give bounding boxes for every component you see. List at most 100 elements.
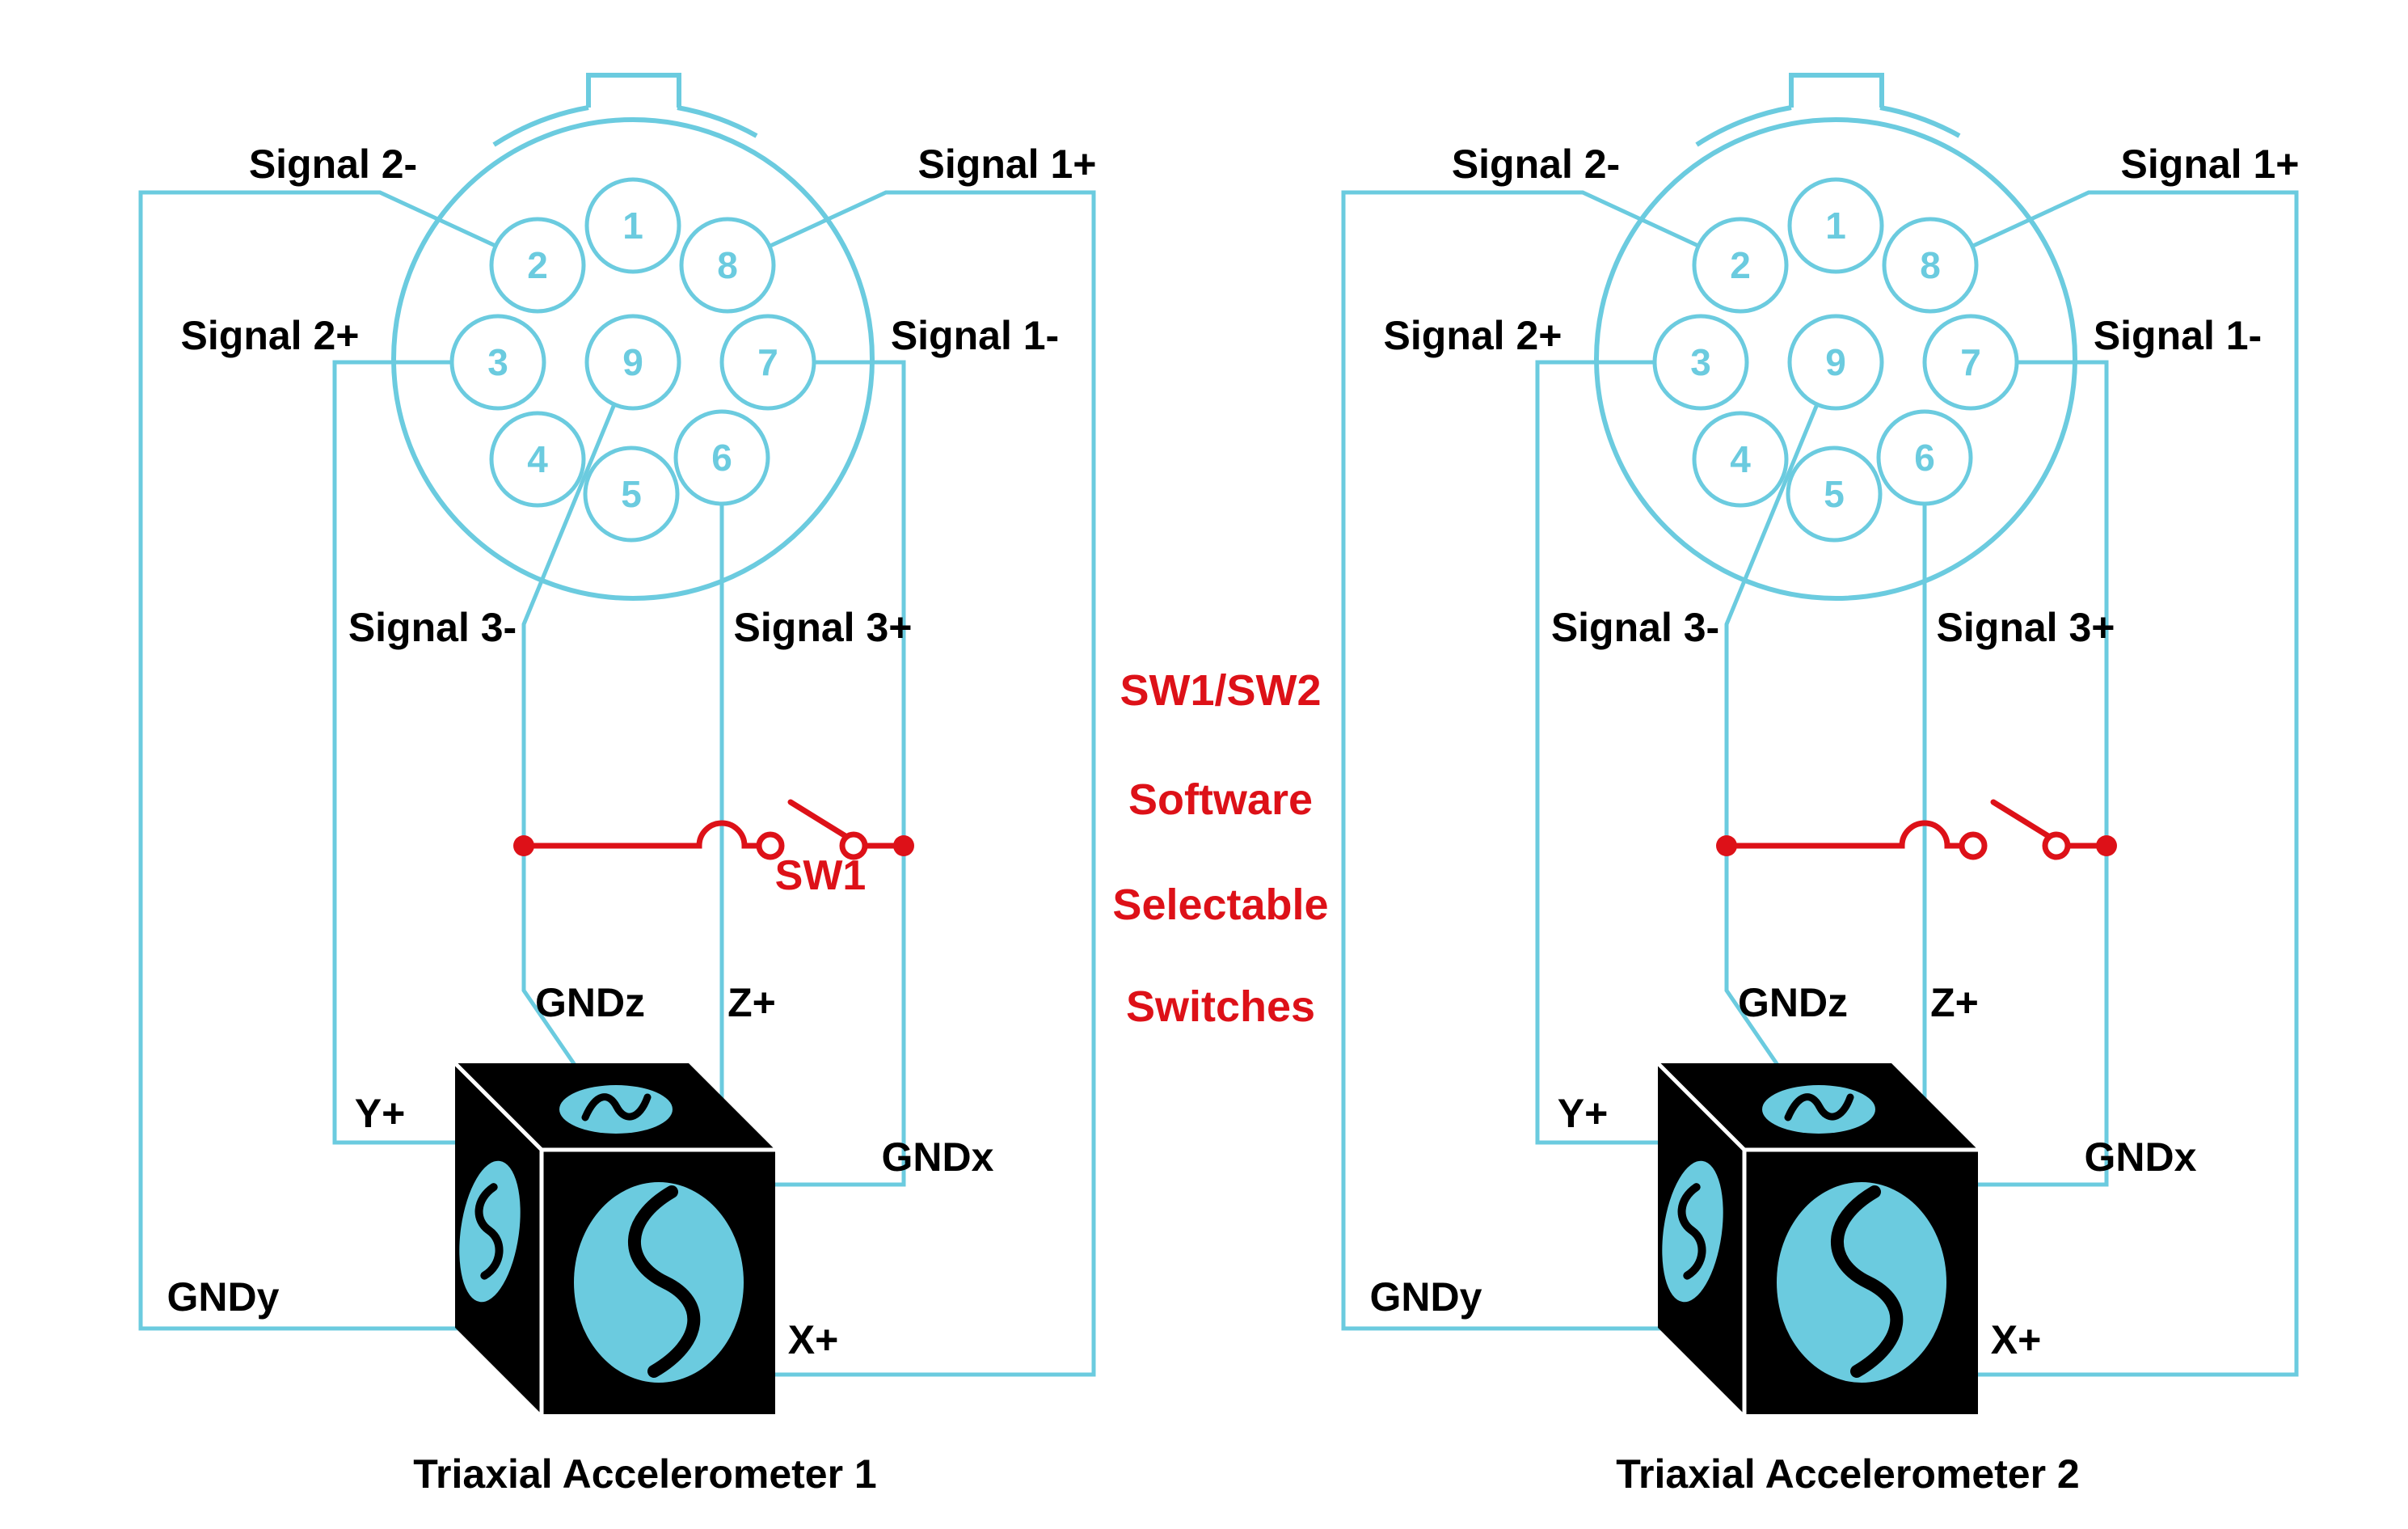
- pin-3: [449, 314, 546, 411]
- cube-edge-topleft: [1656, 1062, 1746, 1151]
- label-signal-2-plus: Signal 2+: [1384, 313, 1562, 358]
- switch-node-right: [893, 835, 914, 856]
- x-axis-wave-icon: [1831, 1185, 1904, 1378]
- center-annotation: SW1/SW2 Software Selectable Switches: [1112, 666, 1328, 1031]
- pin-9: [584, 314, 681, 411]
- pin-3-number: 3: [1690, 341, 1711, 383]
- label-y-plus: Y+: [1558, 1091, 1609, 1136]
- switch-wire-left: [1723, 820, 1965, 849]
- pin-2: [1692, 217, 1789, 314]
- wire-signal1minus-gndx: [1862, 360, 2109, 1187]
- connector-shell: [1594, 117, 2077, 601]
- switch-label: SW1: [775, 852, 867, 899]
- wire-signal3minus-gndz: [1724, 403, 1820, 1095]
- label-gndy: GNDy: [1370, 1274, 1482, 1320]
- accelerometer-unit-2: 1 2 8 3 9 7 4 6 5 Signal 2- Signal 1+ Si…: [1341, 73, 2300, 1497]
- switch-lever: [1990, 799, 2052, 839]
- pin-6: [1876, 409, 1973, 506]
- pin-7-number: 7: [1960, 341, 1981, 383]
- pin-1: [1787, 177, 1884, 274]
- label-gndy: GNDy: [167, 1274, 280, 1320]
- switch-sw1: SW1: [513, 799, 914, 899]
- pin-4-number: 4: [527, 438, 548, 480]
- pin-5: [583, 446, 680, 543]
- label-x-plus: X+: [1991, 1317, 2042, 1362]
- switch-contact-left: [756, 831, 785, 860]
- pin-5-number: 5: [621, 473, 642, 515]
- pin-6-number: 6: [1914, 437, 1935, 479]
- pin-3-number: 3: [487, 341, 508, 383]
- label-gndx: GNDx: [882, 1134, 994, 1180]
- wire-signal1plus-xplus: [692, 190, 1096, 1377]
- wire-signal2plus-yplus: [1535, 360, 1705, 1170]
- keyway-arc-right: [677, 105, 758, 138]
- z-axis-wave-icon: [581, 1093, 652, 1121]
- label-gndz: GNDz: [1738, 980, 1848, 1025]
- label-gndz: GNDz: [535, 980, 645, 1025]
- keyway-tab: [586, 73, 681, 108]
- pin-9-number: 9: [1825, 341, 1846, 383]
- label-signal-3-plus: Signal 3+: [734, 605, 913, 650]
- label-signal-2-minus: Signal 2-: [1452, 141, 1620, 187]
- z-axis-wave-icon: [1784, 1093, 1854, 1121]
- keyway-arc-left: [492, 105, 589, 147]
- switch-contact-left: [1959, 831, 1988, 860]
- pin-8: [679, 217, 776, 314]
- switch-sw2: [1716, 799, 2117, 860]
- annotation-line-2: Software: [1128, 775, 1313, 824]
- accelerometer-cube: [453, 1062, 775, 1414]
- accelerometer-cube: [1656, 1062, 1978, 1414]
- y-axis-wave-icon: [474, 1183, 504, 1280]
- wire-signal1plus-xplus: [1895, 190, 2299, 1377]
- label-x-plus: X+: [788, 1317, 839, 1362]
- accelerometer-unit-1: 1 2 8 3 9 7 4 6 5 Signal 2- Signal 1+ Si…: [138, 73, 1097, 1497]
- pin-3: [1652, 314, 1749, 411]
- wire-signal2plus-yplus: [332, 360, 502, 1170]
- y-axis-sensor-group: [459, 1160, 521, 1303]
- pin-2: [489, 217, 586, 314]
- wire-signal3minus-gndz: [521, 403, 617, 1095]
- label-signal-1-minus: Signal 1-: [891, 313, 1059, 358]
- pin-4: [489, 411, 586, 508]
- label-y-plus: Y+: [355, 1091, 406, 1136]
- pin-9: [1787, 314, 1884, 411]
- switch-wire-left: [521, 820, 762, 849]
- label-signal-1-plus: Signal 1+: [918, 141, 1097, 187]
- pin-6-number: 6: [711, 437, 732, 479]
- y-axis-sensor-group: [1662, 1160, 1723, 1303]
- cube-edge-topleft: [453, 1062, 543, 1151]
- keyway-tab: [1789, 73, 1884, 108]
- pin-1-number: 1: [1825, 205, 1846, 247]
- pin-1-number: 1: [622, 205, 643, 247]
- pin-9-number: 9: [622, 341, 643, 383]
- connector-shell: [391, 117, 875, 601]
- pin-8-number: 8: [717, 244, 738, 286]
- switch-node-left: [513, 835, 534, 856]
- unit-caption: Triaxial Accelerometer 1: [413, 1451, 877, 1497]
- pin-2-number: 2: [527, 244, 548, 286]
- pin-7-number: 7: [757, 341, 778, 383]
- pin-5: [1786, 446, 1883, 543]
- label-signal-3-plus: Signal 3+: [1937, 605, 2115, 650]
- pin-8-number: 8: [1920, 244, 1941, 286]
- y-axis-wave-icon: [1677, 1183, 1706, 1280]
- unit-caption: Triaxial Accelerometer 2: [1616, 1451, 2080, 1497]
- pin-4-number: 4: [1730, 438, 1751, 480]
- annotation-line-3: Selectable: [1112, 881, 1328, 929]
- switch-node-right: [2096, 835, 2117, 856]
- annotation-line-1: SW1/SW2: [1120, 666, 1321, 715]
- label-signal-1-minus: Signal 1-: [2094, 313, 2262, 358]
- pin-4: [1692, 411, 1789, 508]
- pin-7: [1922, 314, 2019, 411]
- label-signal-1-plus: Signal 1+: [2121, 141, 2300, 187]
- keyway-arc-left: [1695, 105, 1792, 147]
- switch-node-left: [1716, 835, 1737, 856]
- wire-signal1minus-gndx: [659, 360, 906, 1187]
- label-signal-2-plus: Signal 2+: [181, 313, 360, 358]
- pin-2-number: 2: [1730, 244, 1751, 286]
- pin-7: [719, 314, 816, 411]
- label-signal-2-minus: Signal 2-: [249, 141, 417, 187]
- label-z-plus: Z+: [1930, 980, 1979, 1025]
- pin-6: [673, 409, 770, 506]
